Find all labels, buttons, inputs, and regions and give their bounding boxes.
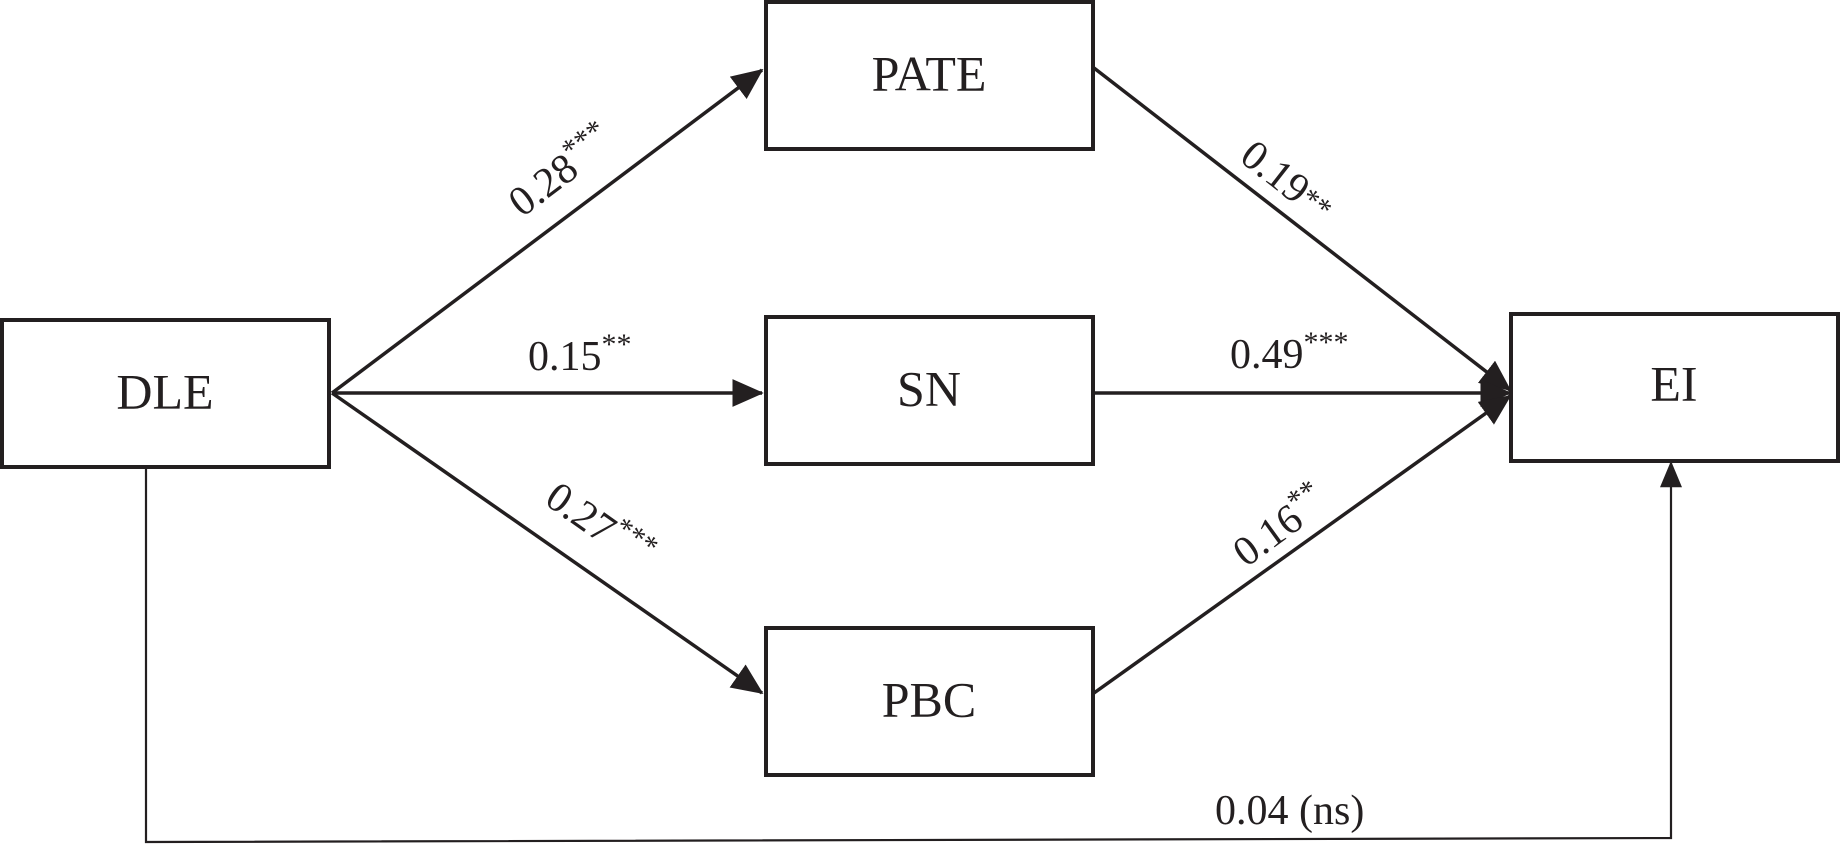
- coef-label-sn-ei: 0.49***: [1230, 326, 1349, 378]
- coef-value-dle-ei: 0.04 (ns): [1215, 788, 1364, 834]
- coef-sig-dle-sn: **: [602, 328, 632, 361]
- node-label-sn: SN: [897, 360, 961, 416]
- coef-sig-sn-ei: ***: [1304, 326, 1349, 359]
- edge-dle-pbc: [330, 391, 764, 695]
- node-label-pbc: PBC: [882, 671, 977, 727]
- node-label-ei: EI: [1650, 355, 1697, 411]
- edge-dle-ei-direct: [144, 460, 1682, 844]
- coef-label-dle-ei: 0.04 (ns): [1215, 788, 1364, 834]
- node-pate: PATE: [764, 0, 1095, 151]
- node-sn: SN: [764, 315, 1095, 466]
- edge-pate-ei: [1092, 66, 1512, 392]
- edge-dle-pate: [330, 68, 764, 395]
- coef-label-dle-pate: 0.28***: [497, 113, 623, 226]
- coef-label-dle-pbc: 0.27***: [537, 469, 664, 580]
- coef-value-sn-ei: 0.49: [1230, 332, 1304, 378]
- node-pbc: PBC: [764, 626, 1095, 777]
- node-label-dle: DLE: [116, 363, 213, 419]
- edge-pbc-ei: [1092, 394, 1512, 695]
- node-ei: EI: [1509, 312, 1840, 463]
- coef-value-dle-pbc: 0.27: [537, 474, 624, 554]
- node-label-pate: PATE: [872, 45, 987, 101]
- coef-label-dle-sn: 0.15**: [528, 328, 632, 380]
- coef-value-dle-sn: 0.15: [528, 334, 602, 380]
- node-dle: DLE: [0, 318, 331, 469]
